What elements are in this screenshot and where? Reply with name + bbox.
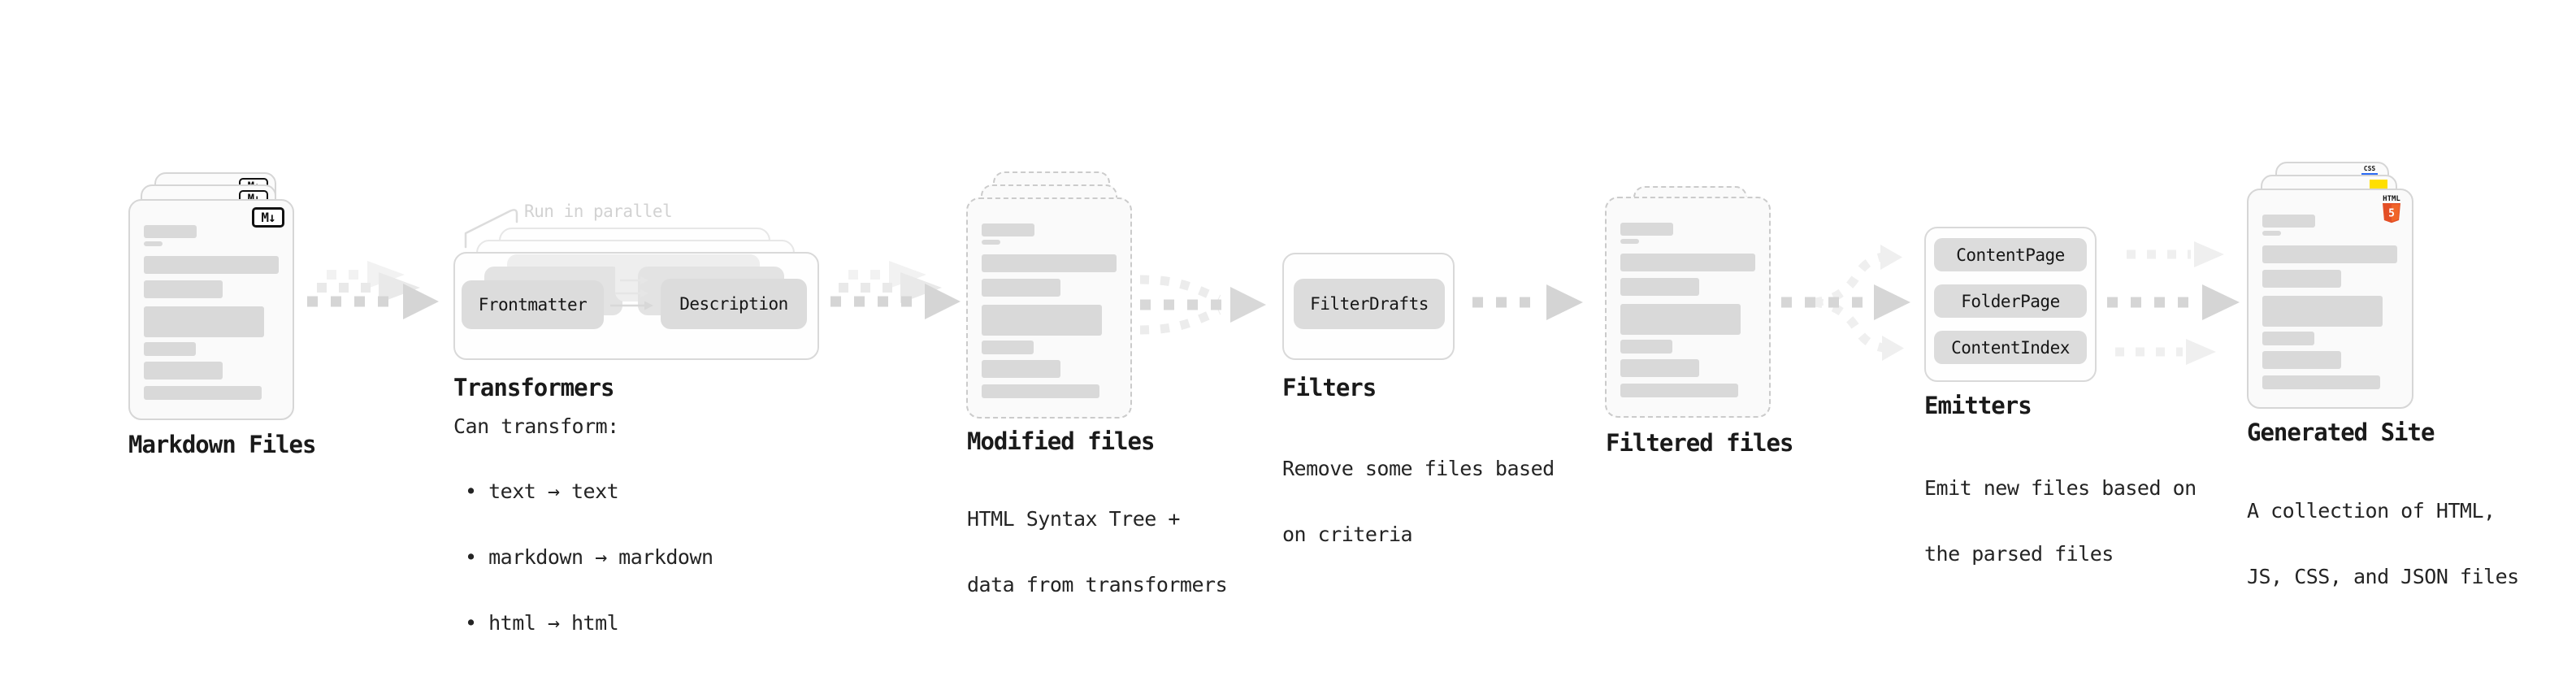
node-description: Description (661, 279, 807, 329)
text-line-placeholder (982, 254, 1117, 272)
text-line-placeholder (2262, 215, 2315, 228)
text-line-placeholder (144, 362, 223, 380)
text-line-placeholder (1620, 223, 1673, 236)
text-line-placeholder (1620, 384, 1738, 397)
section-label-markdown-files: Markdown Files (128, 431, 316, 458)
arrow-emitters-to-generated (2107, 241, 2240, 365)
text-line-placeholder (2262, 332, 2314, 345)
arrow-modified-to-filters (1139, 275, 1266, 335)
section-label-transformers: Transformers (453, 374, 615, 401)
text-line-placeholder (2262, 351, 2341, 369)
description-line: Remove some files based (1282, 457, 1555, 480)
description-line: on criteria (1282, 523, 1413, 546)
section-label-emitters: Emitters (1924, 392, 2032, 419)
text-line-placeholder (982, 360, 1060, 378)
html5-icon-number: 5 (2388, 208, 2395, 220)
arrow-filtered-to-emitters (1781, 245, 1910, 361)
markdown-icon: M↓ (252, 207, 284, 228)
node-contentpage: ContentPage (1934, 238, 2087, 271)
node-filterdrafts: FilterDrafts (1294, 279, 1445, 329)
text-line-placeholder (144, 342, 196, 356)
section-label-modified-files: Modified files (967, 427, 1155, 455)
markdown-icon-label: M↓ (261, 210, 275, 225)
text-line-placeholder (982, 384, 1099, 398)
text-line-placeholder (2262, 270, 2341, 288)
markdown-file-card: M↓ (128, 199, 294, 420)
arrow-transformers-to-modified (830, 261, 961, 319)
text-line-placeholder (2262, 375, 2380, 389)
arrow-markdown-to-transformers (307, 261, 439, 319)
text-line-placeholder (982, 340, 1034, 354)
text-line-placeholder (1620, 254, 1755, 271)
transformers-description-title: Can transform: (453, 414, 619, 438)
text-line-placeholder (1620, 304, 1741, 335)
text-line-placeholder (144, 386, 262, 400)
run-in-parallel-annotation: Run in parallel (524, 202, 673, 221)
text-line-placeholder (982, 240, 1000, 245)
filtered-file-card (1605, 197, 1771, 418)
node-folderpage: FolderPage (1934, 284, 2087, 318)
text-line-placeholder (982, 305, 1102, 336)
html5-icon-title: HTML (2383, 195, 2400, 203)
text-line-placeholder (2262, 296, 2383, 327)
text-line-placeholder (144, 256, 279, 274)
arrow-filters-to-filtered (1472, 284, 1583, 320)
text-line-placeholder (1620, 239, 1639, 244)
text-line-placeholder (144, 241, 163, 246)
text-line-placeholder (1620, 340, 1672, 354)
css-icon-label: CSS (2363, 165, 2376, 172)
bullet-item: • markdown → markdown (465, 545, 713, 569)
emitters-description: Emit new files based on the parsed files (1924, 433, 2197, 609)
text-line-placeholder (1620, 278, 1699, 296)
node-frontmatter: Frontmatter (462, 280, 604, 329)
bullet-item: • text → text (465, 479, 619, 503)
bullet-item: • html → html (465, 611, 619, 635)
text-line-placeholder (2262, 245, 2397, 263)
description-line: the parsed files (1924, 542, 2114, 566)
js-file-icon (2370, 180, 2387, 189)
description-line: A collection of HTML, (2247, 499, 2496, 523)
text-line-placeholder (1620, 359, 1699, 377)
description-line: HTML Syntax Tree + (967, 507, 1180, 531)
section-label-generated-site: Generated Site (2247, 419, 2435, 446)
text-line-placeholder (144, 306, 264, 337)
filters-description: Remove some files based on criteria (1282, 414, 1555, 589)
html5-shield: 5 (2383, 203, 2400, 223)
description-line: data from transformers (967, 573, 1228, 596)
text-line-placeholder (144, 280, 223, 298)
modified-file-card (966, 197, 1132, 419)
html5-icon: HTML 5 (2381, 195, 2402, 228)
text-line-placeholder (982, 223, 1034, 236)
section-label-filters: Filters (1282, 374, 1377, 401)
description-line: JS, CSS, and JSON files (2247, 565, 2519, 588)
generated-site-card: HTML 5 (2247, 189, 2413, 409)
modified-files-description: HTML Syntax Tree + data from transformer… (967, 464, 1228, 640)
transformers-bullet-list: • text → text • markdown → markdown • ht… (465, 436, 713, 678)
description-line: Emit new files based on (1924, 476, 2197, 500)
text-line-placeholder (982, 279, 1060, 297)
generated-site-description: A collection of HTML, JS, CSS, and JSON … (2247, 456, 2519, 631)
text-line-placeholder (144, 225, 197, 238)
node-contentindex: ContentIndex (1934, 331, 2087, 364)
text-line-placeholder (2262, 231, 2281, 236)
section-label-filtered-files: Filtered files (1606, 429, 1793, 457)
